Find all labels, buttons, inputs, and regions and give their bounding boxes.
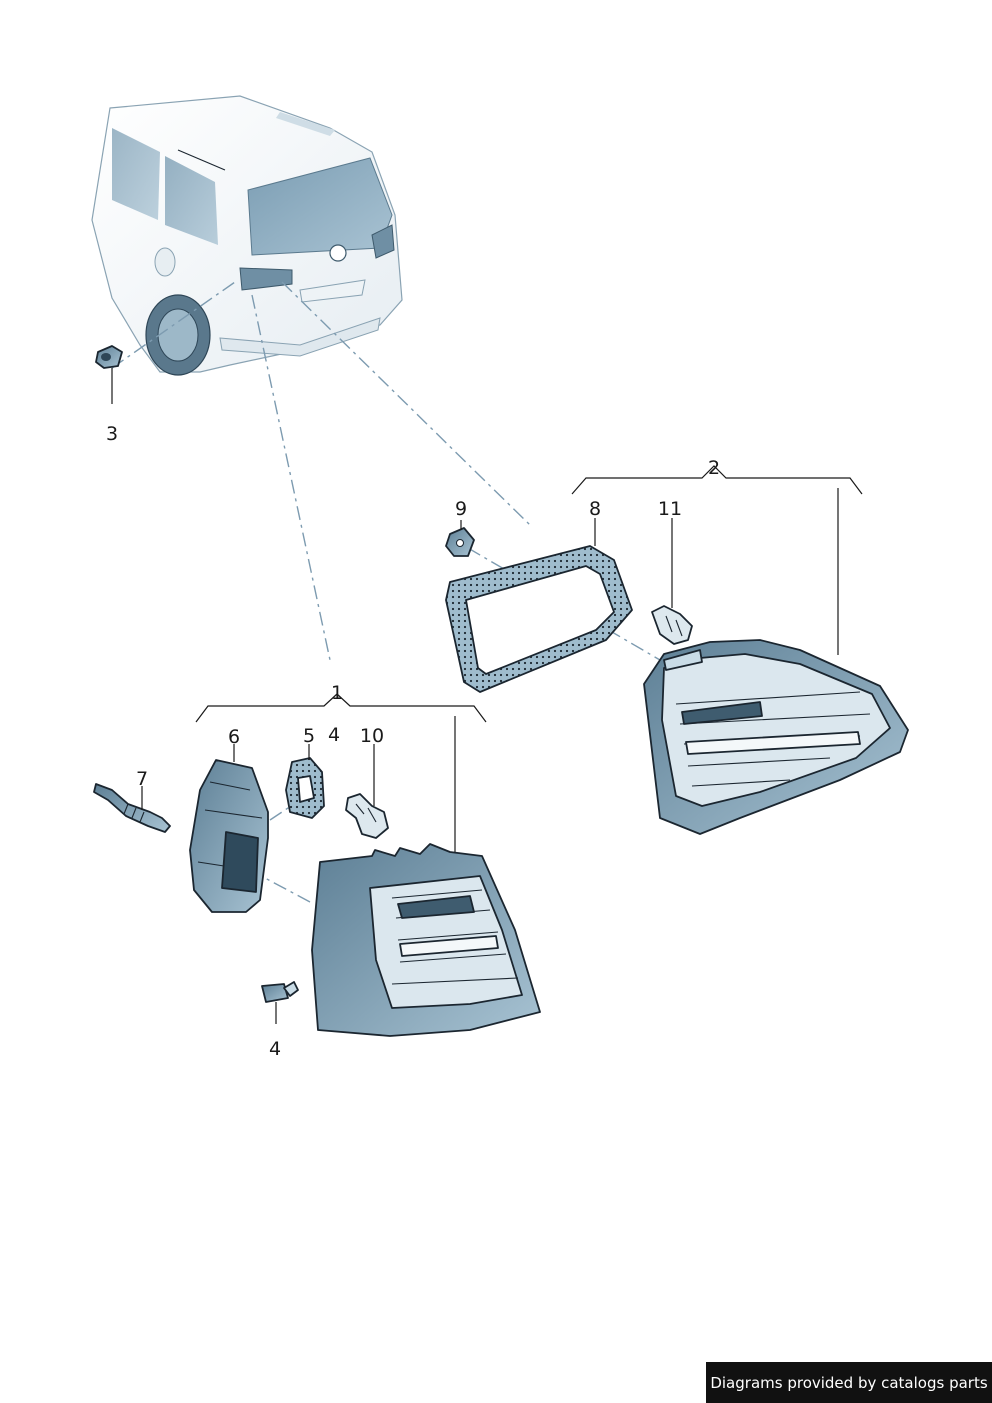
part-5-gasket [285, 744, 325, 819]
callout-4-lower: 4 [269, 1038, 281, 1060]
callout-5: 5 [303, 725, 315, 747]
callout-3: 3 [106, 423, 118, 445]
callouts: 1 2 3 4 4 5 6 7 8 9 10 11 [106, 423, 720, 1060]
callout-1: 1 [331, 682, 343, 704]
footer-credit: Diagrams provided by catalogs parts [706, 1362, 992, 1403]
group-bracket-1 [195, 693, 487, 855]
callout-2: 2 [708, 457, 720, 479]
part-1-outer-tail-light [311, 843, 541, 1037]
callout-8: 8 [589, 498, 601, 520]
callout-4-upper: 4 [328, 724, 340, 746]
part-2-inner-tail-light [643, 639, 909, 835]
part-6-lamp-carrier [189, 744, 269, 913]
part-8-gasket [445, 518, 633, 693]
callout-7: 7 [136, 768, 148, 790]
part-10-bulb [345, 744, 389, 839]
footer-text: Diagrams provided by catalogs parts [710, 1373, 988, 1392]
vehicle-illustration [91, 95, 403, 376]
callout-10: 10 [360, 725, 384, 747]
part-4-screw [261, 981, 299, 1024]
part-3-clip [95, 345, 123, 404]
group-bracket-2 [571, 465, 863, 655]
callout-6: 6 [228, 726, 240, 748]
part-7-connector [93, 783, 171, 833]
callout-11: 11 [658, 498, 682, 520]
callout-9: 9 [455, 498, 467, 520]
part-11-bulb [651, 518, 693, 645]
part-9-clip [445, 520, 475, 557]
